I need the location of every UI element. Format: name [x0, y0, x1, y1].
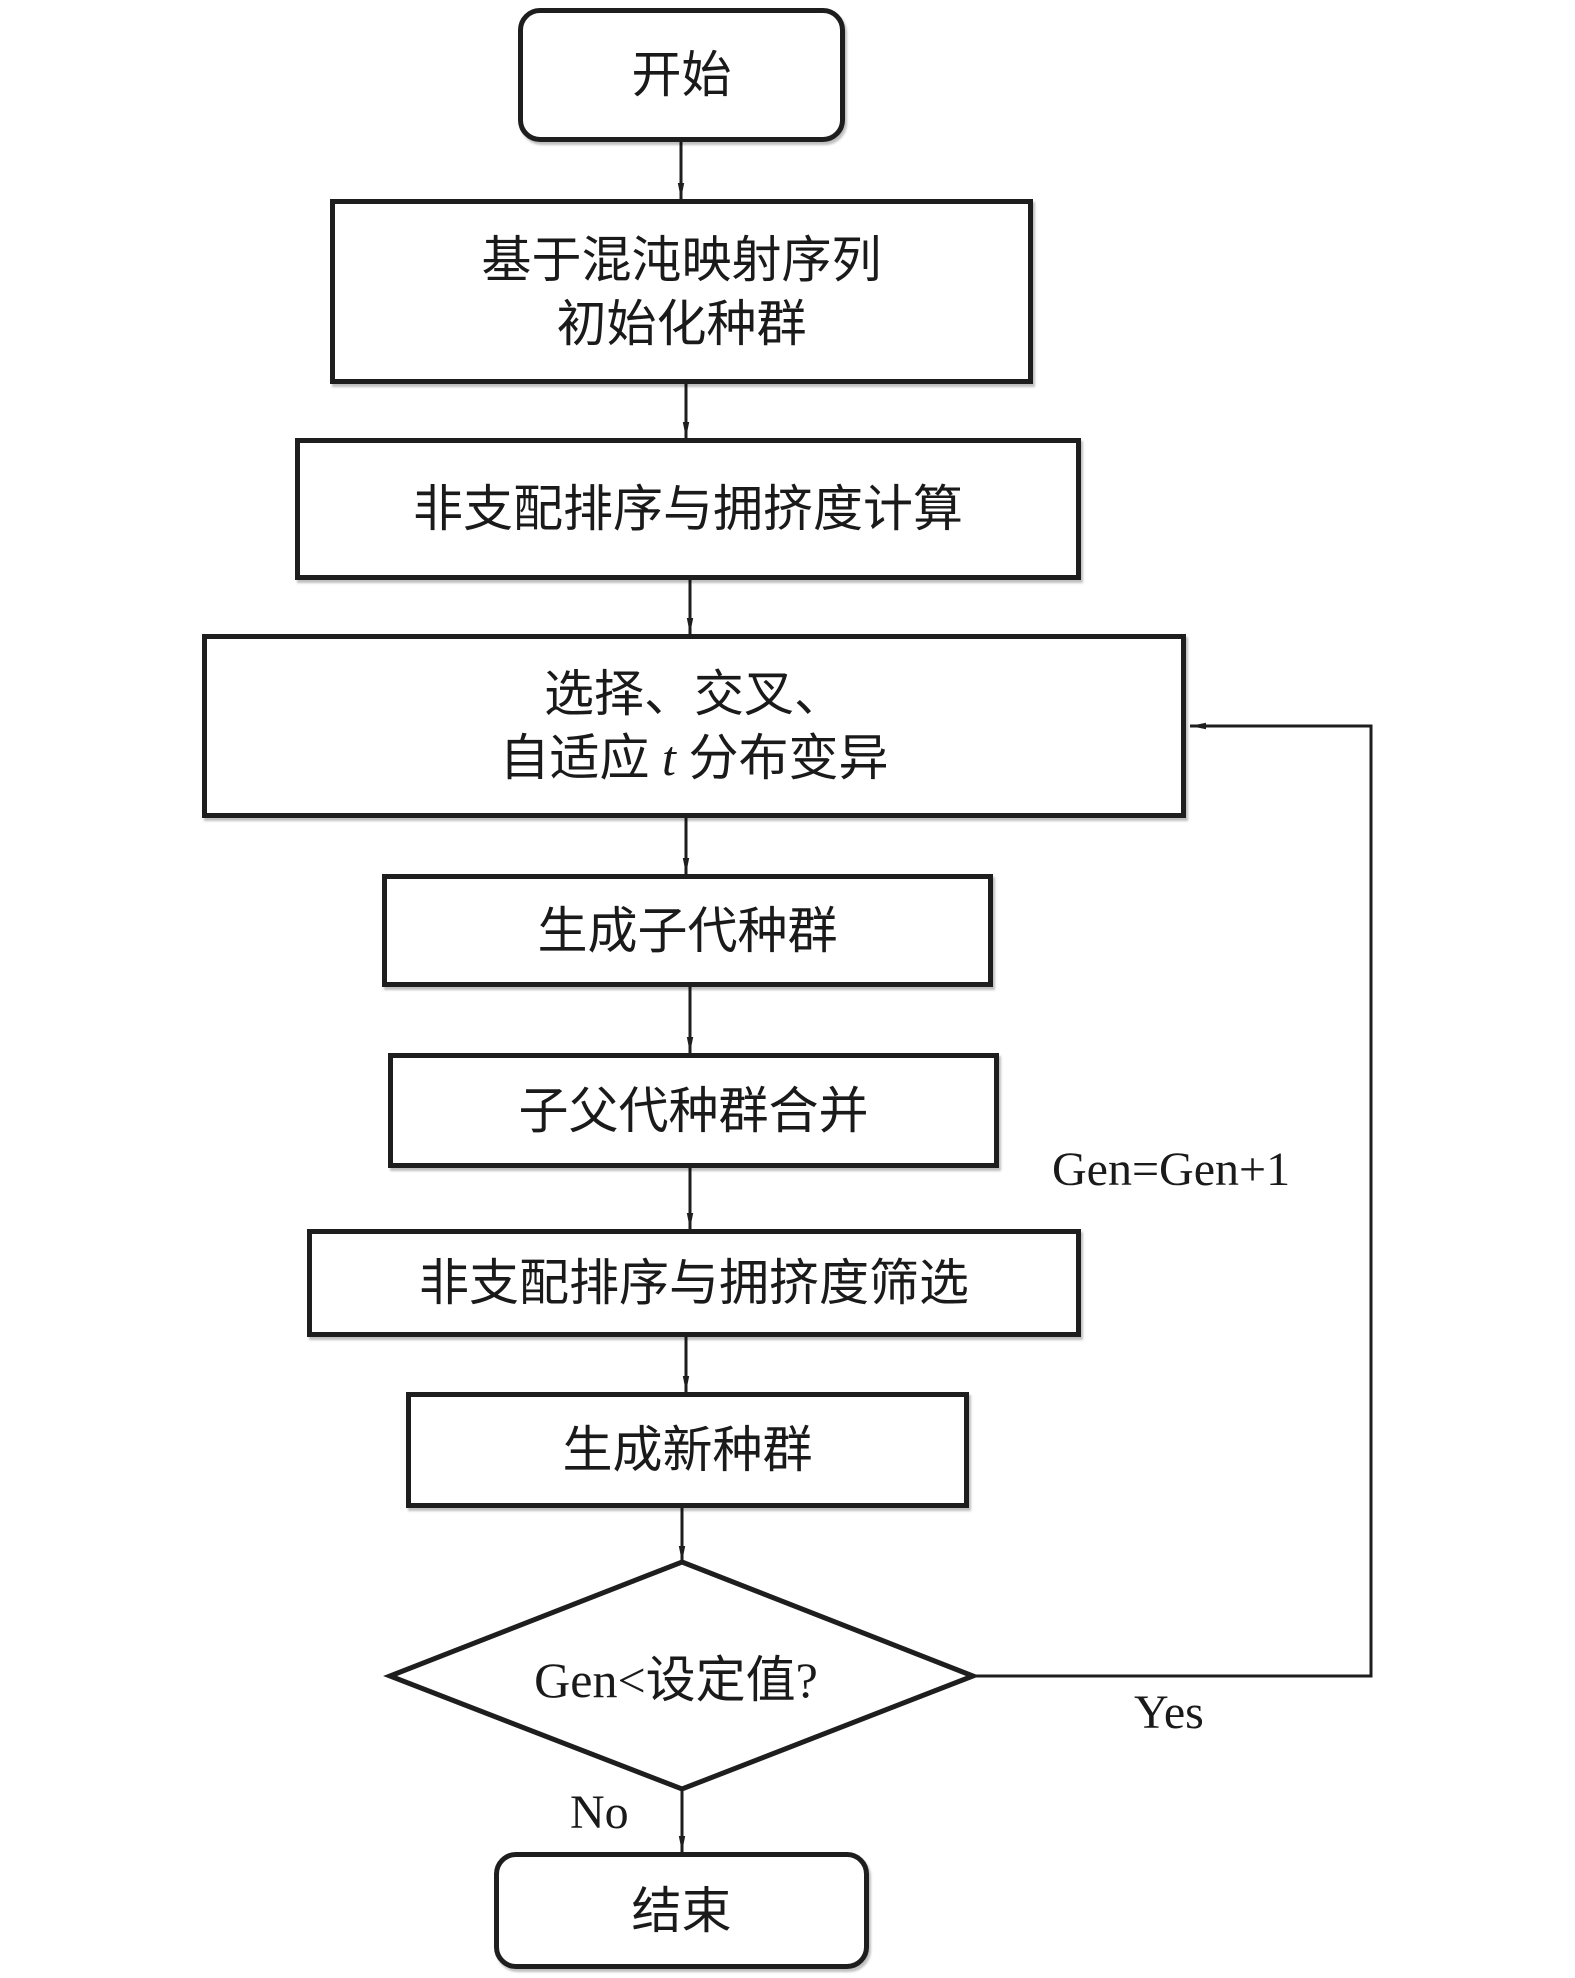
step-generate-offspring: 生成子代种群 — [382, 874, 993, 987]
step-genetic-line1: 选择、交叉、 — [544, 666, 844, 722]
no-label: No — [570, 1786, 629, 1839]
step-offspring-line1: 生成子代种群 — [537, 902, 838, 959]
step-selection-crossover-mutation: 选择、交叉、 自适应 t 分布变异 — [202, 634, 1186, 818]
step-init-line1: 基于混沌映射序列 — [481, 231, 882, 288]
step-new-population: 生成新种群 — [406, 1392, 969, 1508]
step-merge-line1: 子父代种群合并 — [518, 1082, 869, 1139]
step-filter-line1: 非支配排序与拥挤度筛选 — [419, 1255, 969, 1311]
step-genetic-line2: 自适应 t 分布变异 — [499, 730, 889, 786]
loop-back-connector — [973, 722, 1373, 1678]
end-node: 结束 — [494, 1852, 869, 1969]
yes-label: Yes — [1134, 1686, 1204, 1739]
step-newpop-line1: 生成新种群 — [562, 1422, 813, 1478]
step-init-population: 基于混沌映射序列 初始化种群 — [330, 199, 1033, 384]
decision-label: Gen<设定值? — [534, 1652, 818, 1708]
start-node: 开始 — [518, 8, 845, 142]
step-merge-populations: 子父代种群合并 — [388, 1053, 999, 1168]
end-label: 结束 — [631, 1882, 732, 1939]
step-nondominated-sort-filter: 非支配排序与拥挤度筛选 — [307, 1229, 1081, 1337]
start-label: 开始 — [631, 47, 732, 103]
loop-update-label: Gen=Gen+1 — [1052, 1143, 1291, 1196]
decision-diamond — [383, 1559, 980, 1792]
step-nondominated-sort-crowding: 非支配排序与拥挤度计算 — [295, 438, 1081, 580]
step-sort-line1: 非支配排序与拥挤度计算 — [413, 481, 963, 537]
step-init-line2: 初始化种群 — [556, 295, 807, 352]
